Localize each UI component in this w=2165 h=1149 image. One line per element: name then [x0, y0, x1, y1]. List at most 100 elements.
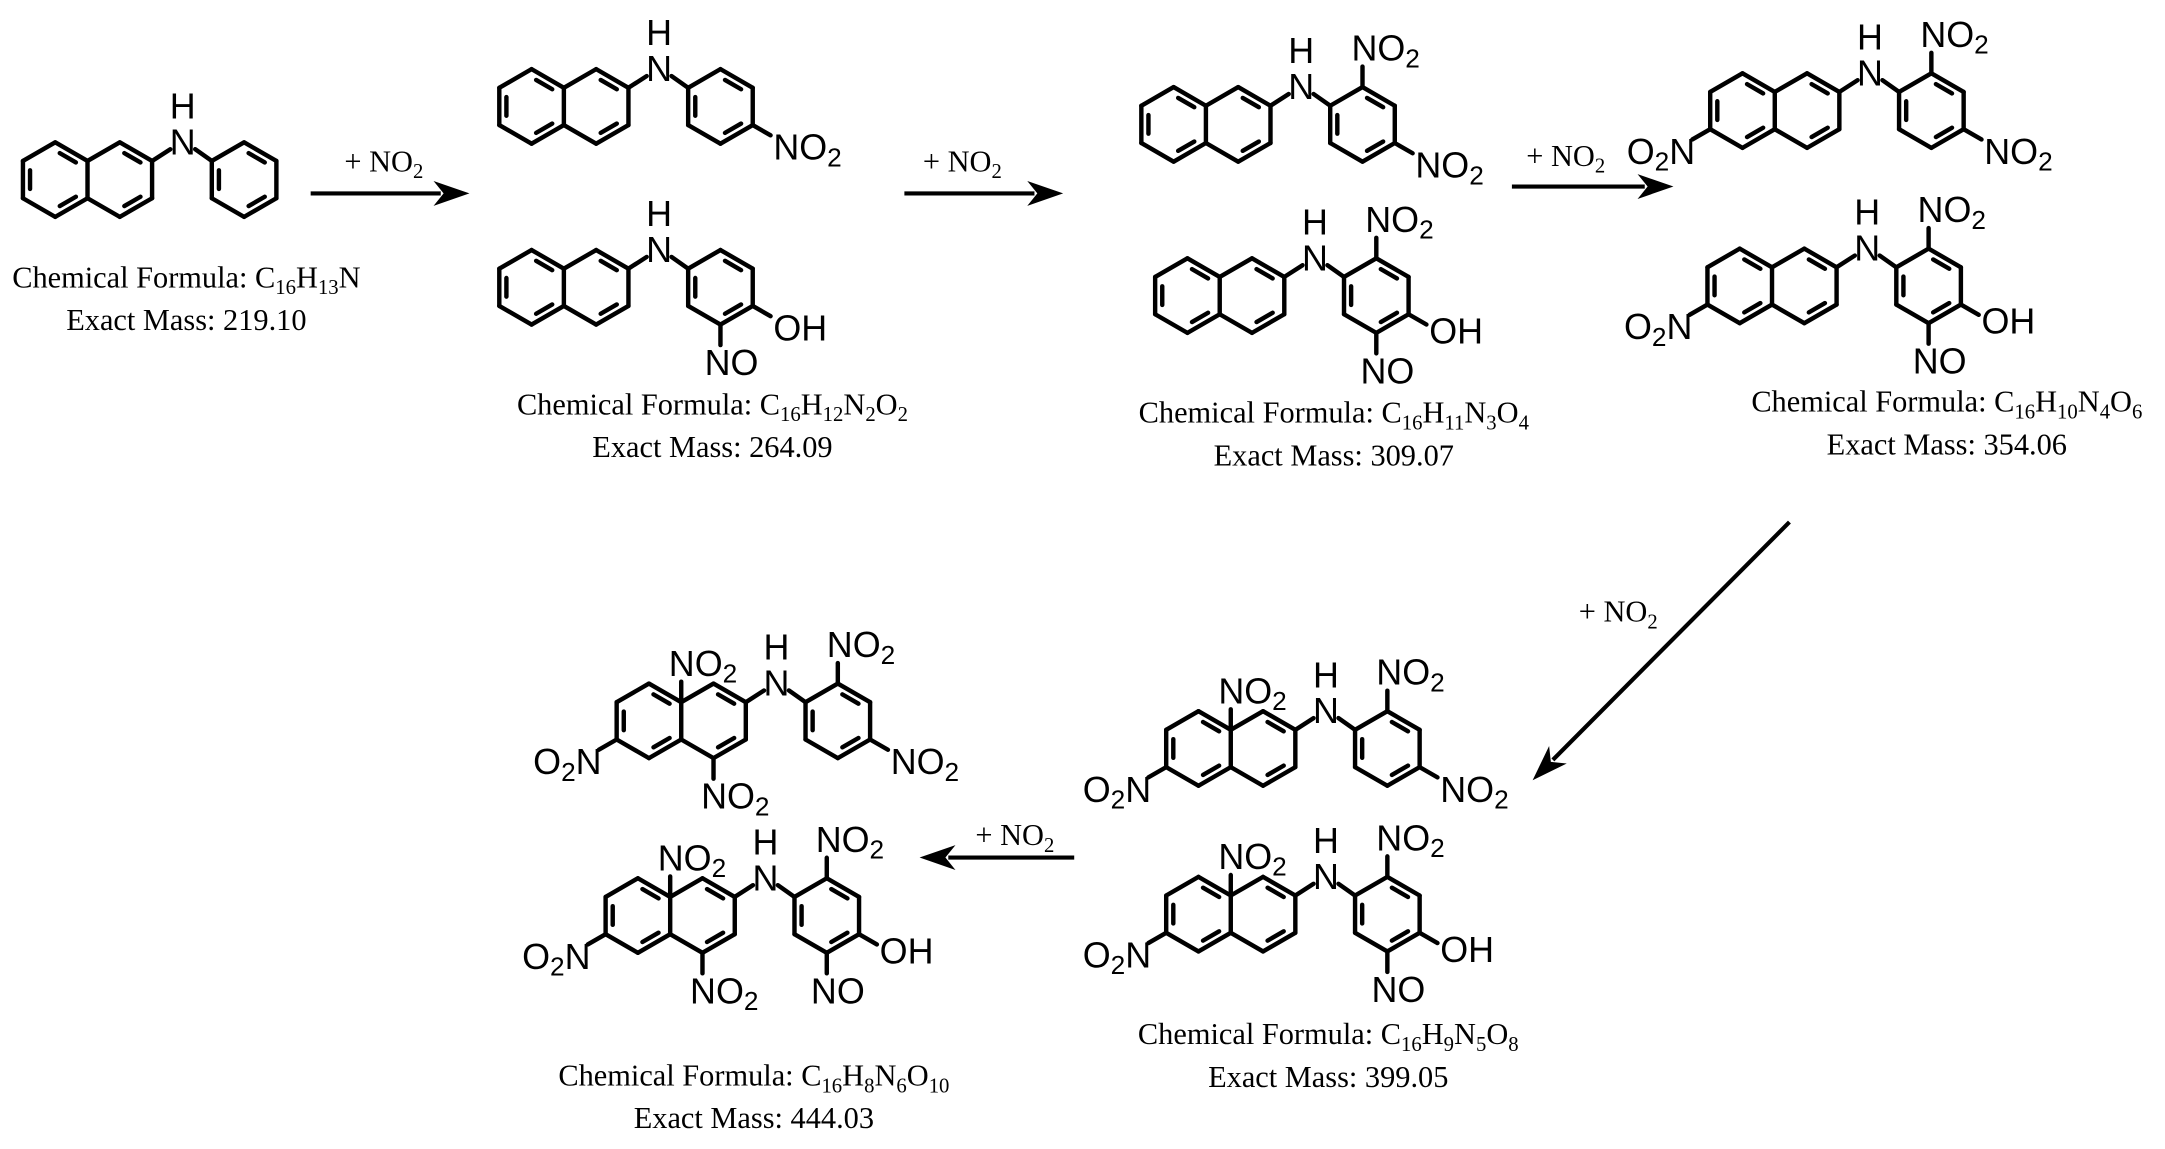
ring-bond: [1374, 256, 1411, 280]
molecule-step0-a: NH: [20, 86, 279, 220]
naphthyl-8-nitro-group: NO2: [1218, 671, 1286, 716]
ring-bond: [1926, 246, 1964, 270]
double-bond: [246, 194, 267, 209]
double-bond: [840, 692, 861, 706]
ring-bond: [1196, 930, 1233, 954]
amine-hydrogen: H: [1288, 31, 1314, 71]
ring-bond: [803, 737, 841, 761]
c-n-bond: [626, 73, 649, 90]
ring-bond: [1804, 71, 1842, 95]
substituent-bond: [750, 122, 773, 138]
amine-hydrogen: H: [1857, 17, 1883, 57]
ring-bond: [603, 876, 641, 900]
double-bond: [722, 77, 744, 92]
ring-bond: [1139, 140, 1176, 164]
ring-bond: [1163, 874, 1201, 898]
ring-bond: [667, 931, 705, 956]
ring-bond: [1385, 930, 1422, 954]
ring-bond: [1163, 764, 1201, 788]
double-bond: [1175, 95, 1197, 110]
ring-bond: [20, 196, 58, 220]
ring-bond: [1737, 302, 1775, 326]
amine-nitrogen: N: [1288, 67, 1314, 107]
ring-bond: [1896, 71, 1934, 95]
ring-bond: [1341, 256, 1379, 280]
ring-bond: [835, 737, 873, 761]
ortho-nitro-group: NO2: [1920, 15, 1988, 60]
double-bond: [715, 692, 737, 706]
ring-bond: [803, 681, 841, 705]
double-bond: [1378, 310, 1400, 325]
double-bond: [57, 150, 79, 165]
amine-nitrogen: N: [646, 49, 672, 89]
ring-bond: [711, 681, 749, 705]
double-bond: [598, 77, 620, 92]
chemical-formula-5: Chemical Formula: C16H8N6O10: [558, 1058, 949, 1097]
substituent-bond: [856, 931, 880, 947]
double-bond: [122, 194, 143, 209]
ring-bond: [1228, 930, 1266, 954]
amine-hydrogen: H: [1854, 193, 1880, 233]
exact-mass-3: Exact Mass: 354.06: [1827, 427, 2067, 461]
ring-bond: [561, 66, 599, 90]
ring-bond: [1260, 764, 1298, 788]
double-bond: [598, 121, 620, 136]
ring-bond: [241, 140, 279, 164]
ring-bond: [792, 931, 829, 956]
ring-bond: [700, 931, 737, 956]
ring-bond: [1235, 140, 1273, 164]
double-bond: [533, 77, 555, 92]
substituent-bond: [750, 303, 773, 319]
double-bond: [1254, 310, 1275, 325]
double-bond: [533, 302, 555, 316]
exact-mass-5: Exact Mass: 444.03: [634, 1101, 874, 1135]
double-bond: [1389, 929, 1411, 943]
substituent-bond: [867, 737, 891, 752]
double-bond: [1200, 763, 1222, 778]
double-bond: [704, 886, 726, 901]
reagent-label: + NO2: [1526, 139, 1605, 178]
ring-bond: [635, 931, 673, 956]
ring-bond: [824, 931, 862, 956]
ring-bond: [718, 122, 755, 146]
substituent-bond: [1417, 930, 1440, 946]
ring-bond: [1249, 256, 1287, 280]
ring-bond: [593, 122, 631, 146]
ring-bond: [1139, 84, 1176, 108]
amine-nitrogen: N: [1313, 691, 1339, 731]
double-bond: [1240, 95, 1262, 110]
n-c-bond: [1877, 253, 1899, 270]
ring-bond: [561, 247, 599, 271]
arrow-head-icon: [1637, 174, 1674, 199]
ring-bond: [1740, 127, 1777, 151]
double-bond: [1200, 929, 1222, 943]
ring-bond: [685, 247, 723, 271]
double-bond: [722, 258, 744, 273]
ring-bond: [1926, 302, 1964, 326]
para-nitro-group: NO2: [1984, 132, 2052, 177]
chemical-formula-2: Chemical Formula: C16H11N3O4: [1139, 396, 1530, 435]
ring-bond: [1228, 764, 1266, 788]
hydroxyl-group: OH: [880, 931, 934, 971]
c-n-bond: [1282, 263, 1305, 280]
amine-nitrogen: N: [752, 858, 778, 898]
ring-bond: [497, 66, 534, 90]
double-bond: [1742, 257, 1763, 271]
double-bond: [829, 930, 850, 945]
ring-bond: [635, 876, 673, 900]
ring-bond: [1249, 312, 1287, 336]
double-bond: [722, 302, 744, 316]
double-bond: [1364, 139, 1386, 154]
ring-bond: [1802, 246, 1839, 270]
c-n-bond: [1834, 253, 1858, 270]
reaction-arrow-3: + NO2: [1511, 139, 1674, 199]
ring-bond: [679, 737, 716, 761]
ring-bond: [1929, 71, 1966, 95]
ring-bond: [1341, 312, 1379, 336]
naphthyl-6-nitro-group: O2N: [1627, 132, 1695, 177]
